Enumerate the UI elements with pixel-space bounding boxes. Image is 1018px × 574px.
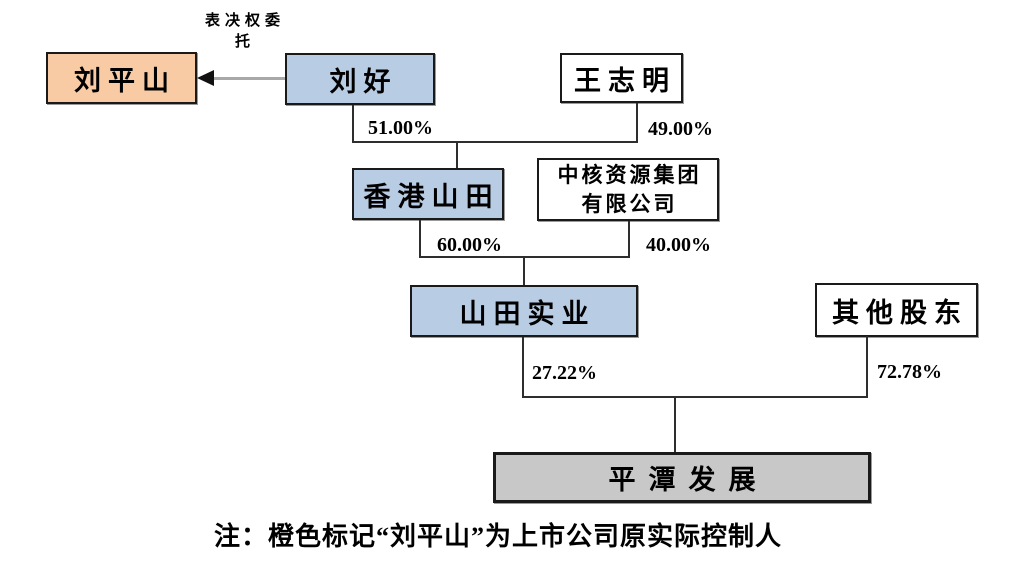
connector-other-shareholders-down	[866, 336, 868, 398]
connector-to-hongkong-shantian	[456, 141, 458, 169]
ownership-pct-hongkong: 60.00%	[437, 234, 502, 256]
ownership-pct-liu-hao: 51.00%	[368, 117, 433, 139]
node-hongkong-shantian: 香港山田	[352, 168, 504, 220]
footnote: 注：橙色标记“刘平山”为上市公司原实际控制人	[214, 522, 783, 551]
connector-tier1-merge	[352, 141, 638, 143]
connector-tier3-merge	[522, 396, 868, 398]
ownership-pct-zhonghe: 40.00%	[646, 234, 711, 256]
ownership-pct-other-shareholders: 72.78%	[877, 361, 942, 383]
ownership-pct-wang-zhiming: 49.00%	[648, 118, 713, 140]
node-shantian-shiye: 山田实业	[410, 285, 638, 337]
connector-zhonghe-down	[628, 221, 630, 258]
voting-delegation-arrow-line	[213, 77, 285, 80]
connector-hongkong-down	[419, 220, 421, 258]
voting-delegation-label: 表决权委 托	[195, 11, 295, 53]
voting-delegation-label-line2: 托	[234, 34, 255, 50]
connector-to-shantian-shiye	[523, 256, 525, 286]
ownership-pct-shantian-shiye: 27.22%	[532, 362, 597, 384]
node-zhonghe-resources-line2: 有限公司	[581, 191, 678, 216]
node-liu-hao: 刘好	[285, 53, 435, 105]
node-liu-pingshan: 刘平山	[46, 52, 197, 104]
connector-shantian-shiye-down	[522, 337, 524, 398]
voting-delegation-label-line1: 表决权委	[204, 13, 285, 29]
node-zhonghe-resources: 中核资源集团 有限公司	[537, 158, 719, 221]
connector-liu-hao-down	[352, 105, 354, 143]
node-pingtan-fazhan: 平潭发展	[493, 452, 871, 503]
arrow-head-icon	[197, 70, 214, 86]
node-zhonghe-resources-line1: 中核资源集团	[557, 162, 702, 187]
node-wang-zhiming: 王志明	[560, 53, 683, 103]
connector-wang-zhiming-down	[636, 103, 638, 143]
connector-to-pingtan-fazhan	[674, 396, 676, 453]
node-other-shareholders: 其他股东	[815, 283, 978, 337]
